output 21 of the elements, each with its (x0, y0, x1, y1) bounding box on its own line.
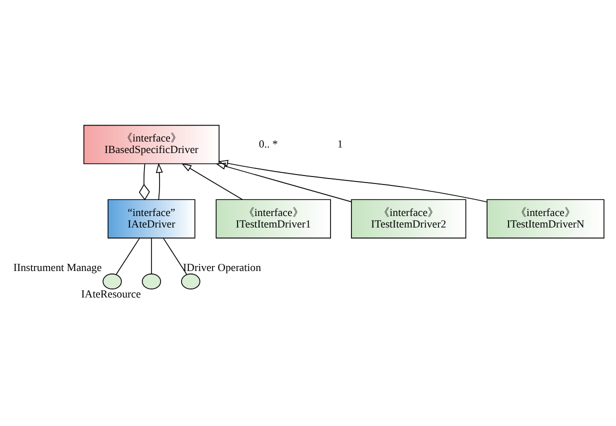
label: 1 (337, 138, 343, 150)
node-box: 《interface》 ITestItemDriver2 (351, 199, 466, 238)
node-box: 《interface》 ITestItemDriver1 (216, 199, 331, 238)
arrow (215, 162, 352, 202)
connector (163, 238, 188, 275)
arrow (218, 160, 488, 202)
node-ellipse (102, 274, 122, 290)
arrow (181, 163, 243, 200)
node-ellipse (142, 274, 162, 290)
label: 0.. * (258, 138, 278, 150)
node-label: IDriver Operation (183, 262, 261, 274)
node-label: IAteResource (81, 288, 141, 301)
node-box: 《interface》 IBasedSpecificDriver (83, 124, 220, 164)
connector (116, 238, 140, 275)
node-box: 《interface》 ITestItemDriverN (486, 199, 604, 238)
connector (151, 238, 152, 274)
node-label: IInstrument Manage (13, 262, 102, 274)
connector (138, 164, 150, 200)
node-box: “interface” IAteDriver (108, 199, 196, 238)
node-ellipse (181, 274, 200, 290)
arrow (156, 162, 163, 200)
